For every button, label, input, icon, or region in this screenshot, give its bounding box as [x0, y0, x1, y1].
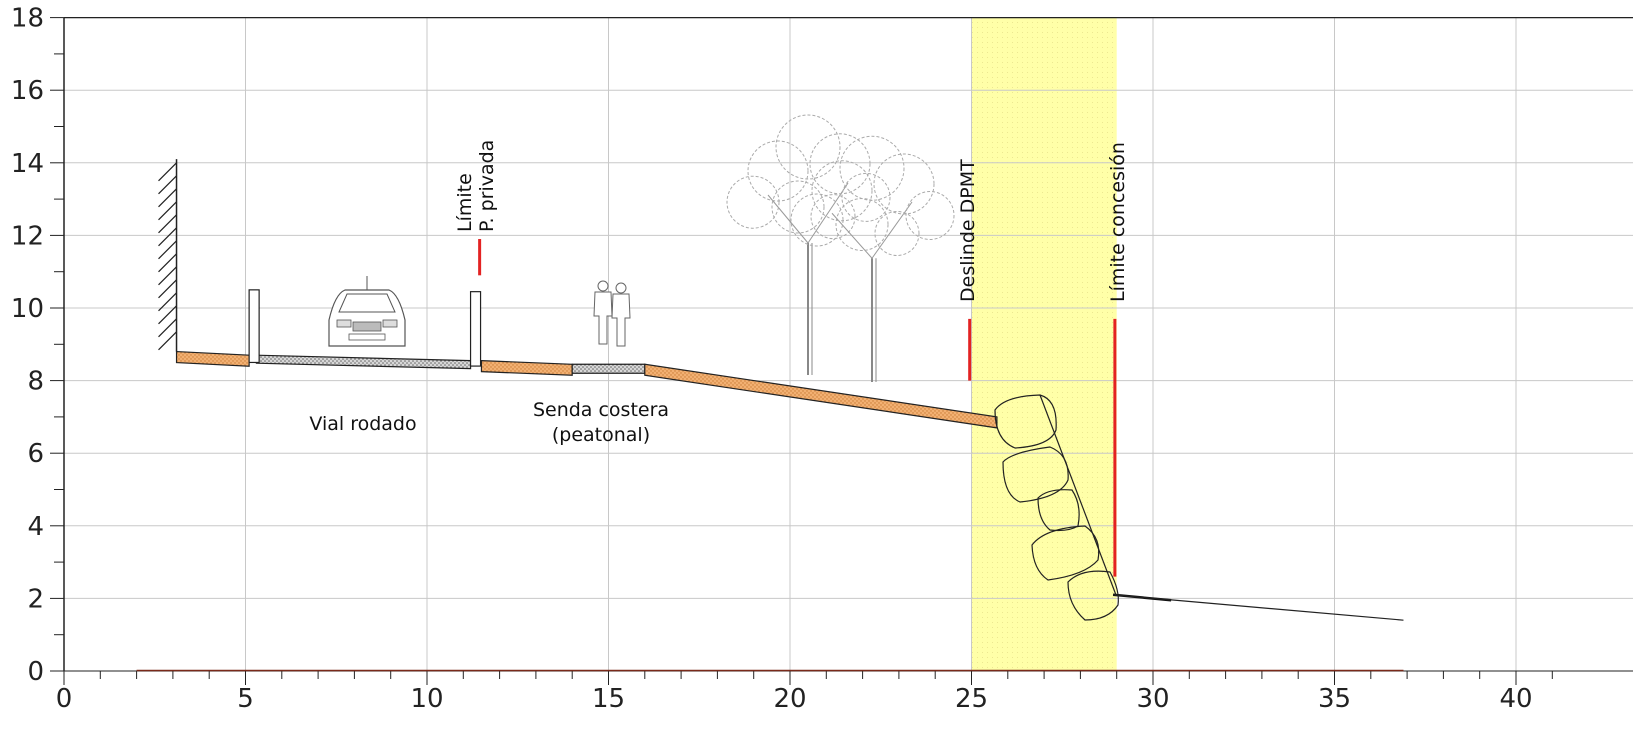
tree-branch — [767, 194, 809, 244]
car-headlight — [336, 319, 352, 328]
wall-hatch — [158, 214, 177, 234]
y-tick-label: 12 — [11, 221, 44, 251]
x-tick-label: 10 — [410, 684, 443, 714]
deslinde-label: Deslinde DPMT — [957, 159, 979, 302]
pedestrians-icon — [593, 280, 631, 347]
rock-block — [1067, 570, 1119, 621]
limit-lines — [478, 239, 1117, 577]
breakwater-rocks-icon — [994, 394, 1119, 621]
wall-hatch — [158, 292, 177, 312]
seabed-line — [1113, 594, 1404, 621]
y-tick-label: 4 — [27, 512, 44, 542]
tree-foliage — [835, 198, 889, 251]
tree-foliage — [747, 140, 809, 202]
car-headlight — [382, 319, 398, 328]
tree-foliage — [810, 194, 856, 240]
grid-lines — [63, 17, 1633, 672]
y-tick-label: 16 — [11, 76, 44, 106]
kerb-post — [248, 289, 260, 364]
car-plate — [348, 333, 386, 341]
tree-foliage — [771, 180, 825, 234]
limite-label-line1: Límite — [454, 173, 476, 232]
wall-hatch — [158, 266, 177, 286]
wall-hatch — [158, 188, 177, 208]
x-tick-label: 25 — [955, 684, 988, 714]
car-icon — [328, 276, 406, 347]
car-windshield — [338, 293, 396, 313]
tree-foliage — [811, 160, 873, 222]
x-tick-label: 5 — [237, 684, 254, 714]
kerbs — [248, 289, 482, 367]
rock-block — [1031, 525, 1100, 581]
tree-branch — [871, 201, 913, 259]
kerb-post — [469, 291, 482, 367]
tree-foliage — [809, 133, 871, 195]
y-tick-label: 6 — [27, 439, 44, 469]
rock-block — [1002, 446, 1069, 503]
profile-segment-pavement — [480, 360, 573, 376]
wall-hatch — [158, 279, 177, 299]
tree-foliage — [839, 135, 905, 201]
wall-hatch — [158, 162, 177, 182]
tree-foliage — [874, 211, 920, 256]
tree-foliage — [790, 193, 844, 247]
wall-hatch — [158, 331, 177, 351]
vial-rodado-label: Vial rodado — [309, 413, 416, 435]
tree-foliage — [873, 153, 935, 215]
y-tick-label: 14 — [11, 149, 44, 179]
profile-segment-paving-stones — [571, 363, 646, 374]
profile-segment-pavement — [175, 350, 250, 367]
maritime-zone-band — [971, 17, 1117, 672]
concesion-label: Límite concesión — [1107, 142, 1129, 302]
y-tick-label: 10 — [11, 294, 44, 324]
person-head — [597, 280, 609, 292]
senda-label-line2: (peatonal) — [552, 424, 650, 446]
profile-segment-road — [255, 354, 472, 370]
wall-hatch — [158, 305, 177, 325]
x-tick-label: 15 — [592, 684, 625, 714]
tree-foliage — [905, 191, 955, 240]
wall-hatch — [158, 201, 177, 221]
wall-hatch — [158, 318, 177, 338]
y-tick-label: 8 — [27, 367, 44, 397]
car-grille — [352, 321, 382, 332]
person-body — [611, 293, 631, 347]
limite-label-line2: P. privada — [476, 140, 498, 232]
x-tick-label: 30 — [1136, 684, 1169, 714]
wall-hatch — [158, 253, 177, 273]
rock-slope-line — [1039, 394, 1117, 596]
wall-hatch — [158, 227, 177, 247]
x-tick-label: 20 — [773, 684, 806, 714]
profile-segment-slope — [644, 363, 998, 429]
tree-foliage — [775, 114, 841, 180]
y-tick-label: 2 — [27, 584, 44, 614]
x-tick-label: 35 — [1318, 684, 1351, 714]
retaining-wall-icon — [158, 159, 178, 352]
y-tick-label: 18 — [11, 4, 44, 34]
person-body — [593, 291, 613, 345]
rock-block — [994, 394, 1057, 449]
wall-hatch — [158, 175, 177, 195]
tree-branch — [807, 182, 849, 244]
senda-label-line1: Senda costera — [533, 399, 669, 421]
wall-hatch — [158, 240, 177, 260]
ground-profile — [175, 350, 1172, 602]
trees-icon — [726, 114, 955, 382]
person-head — [615, 282, 627, 294]
x-tick-label: 0 — [56, 684, 73, 714]
x-tick-label: 40 — [1499, 684, 1532, 714]
tree-foliage — [726, 175, 780, 229]
tree-foliage — [841, 172, 891, 222]
y-tick-label: 0 — [27, 657, 44, 687]
